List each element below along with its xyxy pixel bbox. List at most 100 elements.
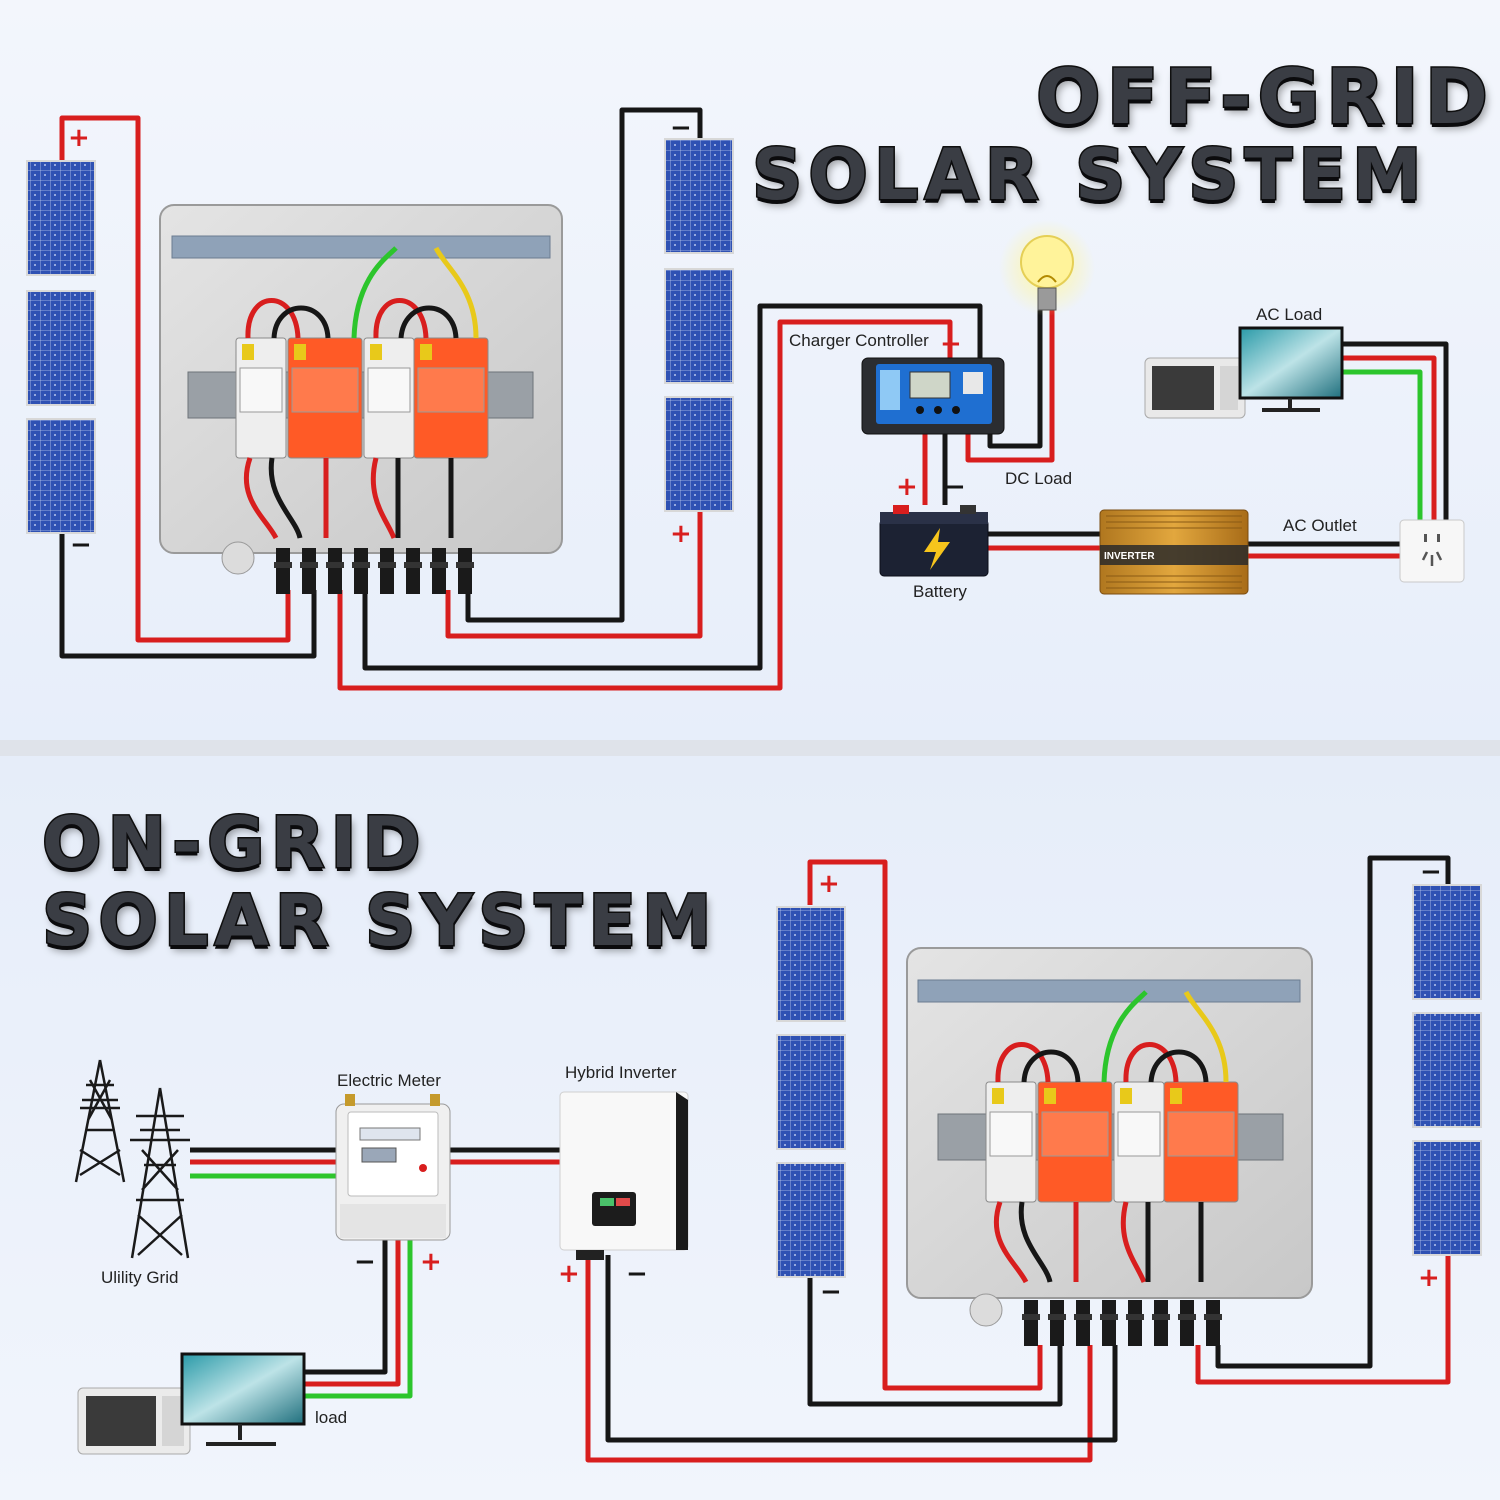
wire-og-right-negative xyxy=(1215,855,1451,1369)
internal-wire xyxy=(373,298,429,339)
wire-outlet-acload-red xyxy=(1342,355,1437,520)
surge-protector-module xyxy=(413,337,489,459)
ac-load-icon xyxy=(1144,326,1344,419)
positive-mark: + xyxy=(1418,1263,1440,1293)
internal-wire xyxy=(1018,1201,1053,1283)
negative-mark: − xyxy=(670,113,692,143)
wire-right-string-negative xyxy=(465,107,703,623)
wire-load-black xyxy=(300,1240,388,1375)
electric-meter-icon xyxy=(335,1094,451,1241)
internal-wire xyxy=(1183,990,1229,1083)
internal-wire xyxy=(993,1201,1029,1284)
mc4-connector-icon xyxy=(1074,1300,1092,1346)
wire-dc-load-black xyxy=(987,310,1043,449)
utility-tower-icon xyxy=(74,1059,190,1259)
solar-panel-icon xyxy=(26,290,96,406)
negative-mark: − xyxy=(354,1247,376,1277)
mc4-connector-icon xyxy=(1204,1300,1222,1346)
electric-meter-label: Electric Meter xyxy=(337,1071,441,1090)
positive-mark: + xyxy=(68,123,90,153)
dc-breaker-module xyxy=(1113,1081,1165,1203)
charge-controller-icon xyxy=(861,357,1005,435)
internal-wire xyxy=(243,457,279,540)
mc4-connectors-on-grid xyxy=(969,1293,1222,1346)
inverter-icon: INVERTER xyxy=(1099,509,1249,595)
surge-protector-module xyxy=(1163,1081,1239,1203)
solar-panel-icon xyxy=(776,1162,846,1278)
dc-load-label: DC Load xyxy=(1005,469,1073,488)
inverter-brand-text: INVERTER xyxy=(1104,551,1155,562)
mc4-connector-icon xyxy=(378,548,396,594)
internal-wire xyxy=(995,1042,1051,1083)
internal-wire xyxy=(245,298,301,339)
internal-wire xyxy=(433,246,479,339)
mc4-connector-icon xyxy=(456,548,474,594)
on-grid-wires xyxy=(190,855,1451,1463)
battery-label: Battery xyxy=(913,582,967,601)
wire-controller-positive xyxy=(337,319,953,691)
positive-mark: + xyxy=(818,869,840,899)
wire-og-inverter-positive xyxy=(585,1255,1093,1463)
mc4-connector-icon xyxy=(274,548,292,594)
solar-panel-icon xyxy=(1412,1140,1482,1256)
negative-mark: − xyxy=(626,1259,648,1289)
negative-mark: − xyxy=(944,472,966,502)
load-label: load xyxy=(315,1408,348,1427)
wire-load-red xyxy=(300,1240,401,1387)
wire-load-green xyxy=(300,1240,413,1399)
wire-og-right-positive xyxy=(1195,1250,1451,1385)
solar-panel-icon xyxy=(776,906,846,1022)
internal-wire xyxy=(1123,1042,1179,1083)
positive-mark: + xyxy=(420,1247,442,1277)
internal-wire xyxy=(1148,1049,1209,1083)
solar-panel-icon xyxy=(1412,1012,1482,1128)
hybrid-inverter-icon xyxy=(559,1091,689,1260)
negative-mark: − xyxy=(820,1277,842,1307)
mc4-connector-icon xyxy=(430,548,448,594)
solar-panel-icon xyxy=(26,160,96,276)
mc4-connector-icon xyxy=(1152,1300,1170,1346)
internal-wire xyxy=(370,457,397,539)
section-divider xyxy=(0,740,1500,756)
dc-breaker-module xyxy=(363,337,415,459)
breaker-modules-on-grid xyxy=(985,990,1239,1284)
dc-breaker-module xyxy=(985,1081,1037,1203)
ac-outlet-icon xyxy=(1399,519,1465,583)
solar-panels xyxy=(26,138,1482,1278)
internal-wire xyxy=(1101,990,1148,1083)
wire-left-string-negative xyxy=(59,530,317,659)
solar-panel-icon xyxy=(664,396,734,512)
solar-panel-icon xyxy=(664,268,734,384)
combiner-box-off-grid xyxy=(159,204,563,594)
mc4-connector-icon xyxy=(300,548,318,594)
cable-gland-icon xyxy=(221,541,255,575)
wire-outlet-acload-green xyxy=(1342,369,1423,520)
internal-wire xyxy=(271,305,331,339)
negative-mark: − xyxy=(70,530,92,560)
on-grid-title-line2: SOLAR SYSTEM xyxy=(41,879,718,964)
mc4-connector-icon xyxy=(326,548,344,594)
internal-wire xyxy=(1120,1201,1147,1283)
off-grid-title-line2: SOLAR SYSTEM xyxy=(751,133,1428,218)
light-bulb-icon xyxy=(999,220,1095,316)
load-appliances-icon xyxy=(77,1352,306,1455)
polarity-marks: +−−+++−+−−+−++− xyxy=(68,113,1442,1307)
wire-left-string-positive xyxy=(59,115,291,643)
mc4-connector-icon xyxy=(1178,1300,1196,1346)
wire-controller-negative xyxy=(362,303,983,671)
ac-outlet-label: AC Outlet xyxy=(1283,516,1357,535)
mc4-connector-icon xyxy=(352,548,370,594)
wire-og-left-positive xyxy=(807,859,1043,1391)
surge-protector-module xyxy=(1037,1081,1113,1203)
off-grid-wires xyxy=(59,107,1449,691)
negative-mark: − xyxy=(1420,857,1442,887)
mc4-connector-icon xyxy=(1126,1300,1144,1346)
combiner-box-on-grid xyxy=(906,947,1313,1346)
solar-panel-icon xyxy=(1412,884,1482,1000)
internal-wire xyxy=(1021,1049,1081,1083)
positive-mark: + xyxy=(670,519,692,549)
mc4-connector-icon xyxy=(1048,1300,1066,1346)
positive-mark: + xyxy=(558,1259,580,1289)
battery-icon xyxy=(879,505,989,577)
